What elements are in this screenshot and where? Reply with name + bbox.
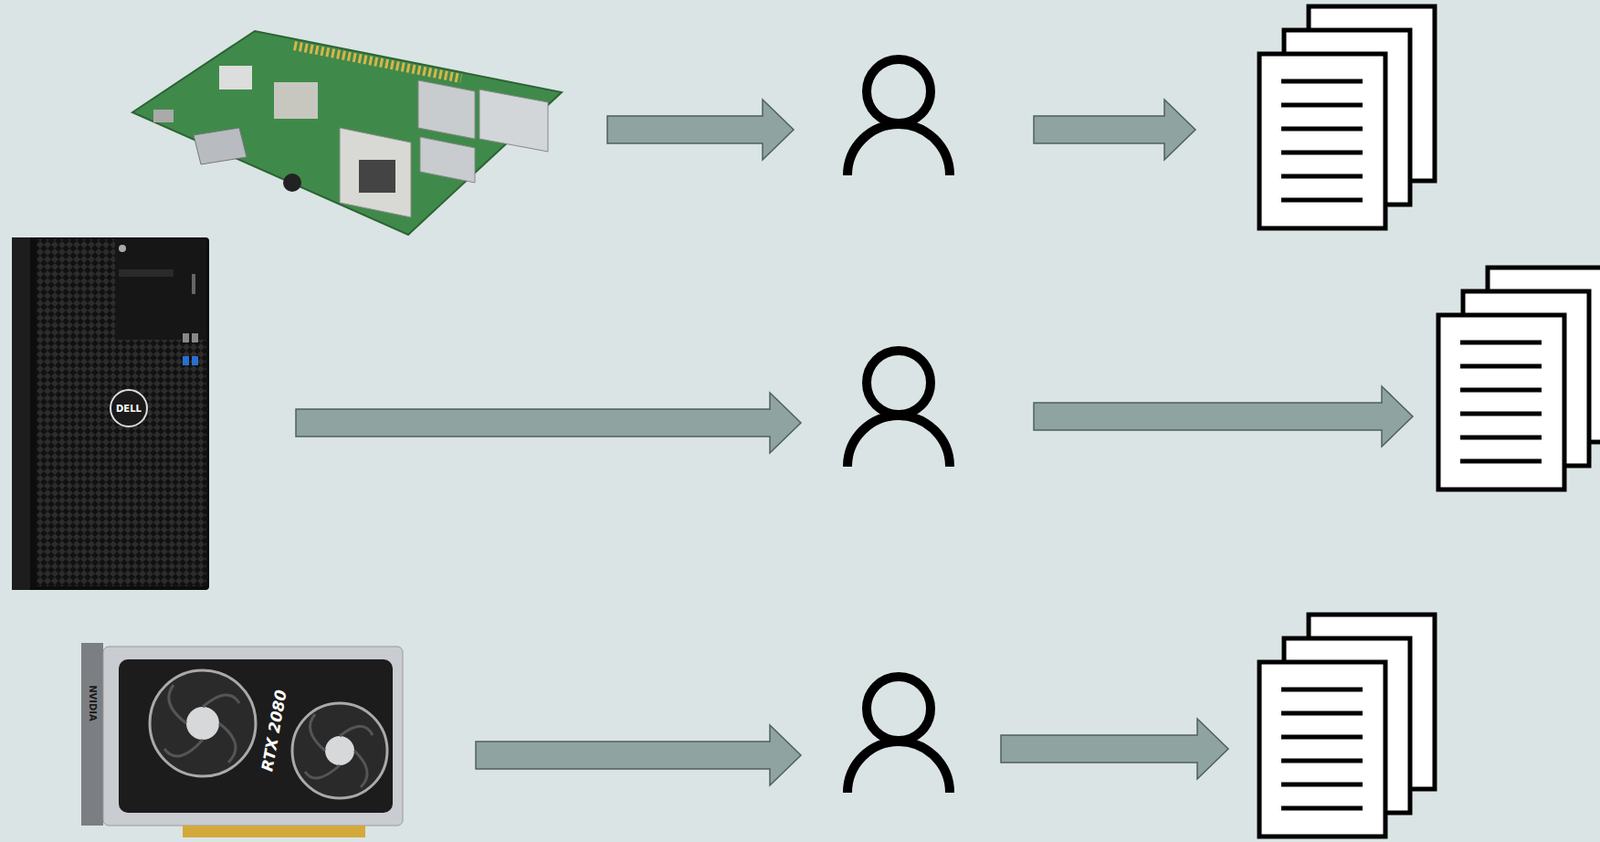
graphics-card	[81, 642, 403, 838]
fan	[292, 703, 388, 799]
usb-port	[479, 89, 548, 152]
usb-port	[182, 356, 190, 366]
arrows	[295, 99, 1413, 786]
fan-blades	[164, 684, 373, 788]
flow-arrow	[295, 392, 801, 453]
flow-arrow	[1033, 386, 1413, 447]
fan-hub	[325, 736, 355, 766]
fan	[149, 670, 256, 777]
gold-fingers	[182, 825, 366, 838]
flow-arrow	[1033, 99, 1196, 160]
power-button	[118, 244, 127, 253]
dell-logo	[110, 389, 148, 427]
card-slot	[191, 273, 196, 295]
card-shroud	[103, 646, 403, 826]
tower-panel	[115, 239, 207, 340]
flow-arrow	[1000, 718, 1229, 779]
gpio-pins	[294, 45, 462, 79]
raspberry-pi	[132, 31, 562, 235]
ethernet-socket	[358, 159, 396, 193]
usb-port	[191, 333, 199, 343]
person-icon	[847, 59, 950, 176]
usb-port	[182, 333, 190, 343]
brand-text: NVIDIA	[87, 684, 98, 722]
tower-side	[11, 237, 31, 590]
tower-mesh	[36, 239, 207, 587]
chip	[273, 82, 318, 119]
drive-bay	[118, 269, 174, 277]
tower-body	[11, 237, 210, 590]
usb-port	[191, 356, 199, 366]
audio-jack	[283, 173, 302, 192]
fan-hub	[186, 706, 220, 740]
logo-text: DELL	[115, 403, 142, 414]
usb-port	[418, 80, 475, 139]
dell-tower	[11, 237, 210, 590]
chip	[219, 65, 253, 90]
person-icon	[847, 676, 950, 793]
documents-icon	[1259, 614, 1435, 837]
flow-arrow	[475, 725, 801, 786]
usb-port	[420, 136, 475, 183]
hdmi-port	[193, 127, 247, 165]
documents-icon	[1259, 6, 1435, 229]
documents-icon	[1438, 267, 1600, 490]
pi-board	[132, 31, 562, 235]
card-panel	[118, 659, 393, 813]
card-bracket	[81, 642, 104, 826]
person-icon	[847, 350, 950, 467]
usb-power	[153, 109, 174, 123]
ethernet-port	[339, 127, 411, 218]
flow-arrow	[607, 99, 794, 160]
